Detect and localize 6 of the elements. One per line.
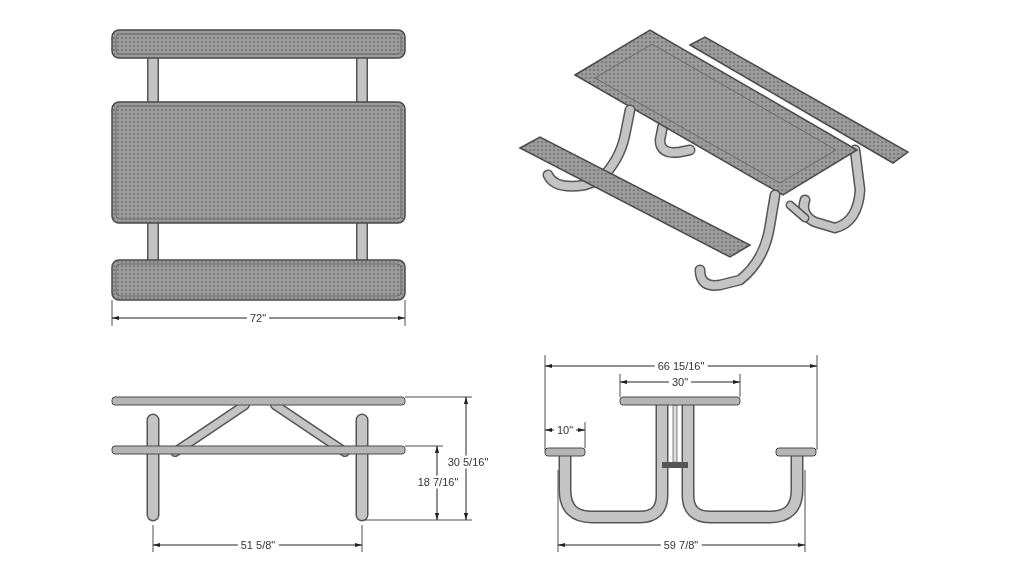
dimension-label: 66 15/16": [654, 359, 708, 373]
dimension-label: 30": [668, 375, 692, 389]
dimension-label: 72": [246, 311, 270, 325]
dimension-label: 10": [553, 423, 577, 437]
dimension-label: 51 5/8": [237, 538, 279, 552]
dimension-label: 59 7/8": [660, 538, 702, 552]
